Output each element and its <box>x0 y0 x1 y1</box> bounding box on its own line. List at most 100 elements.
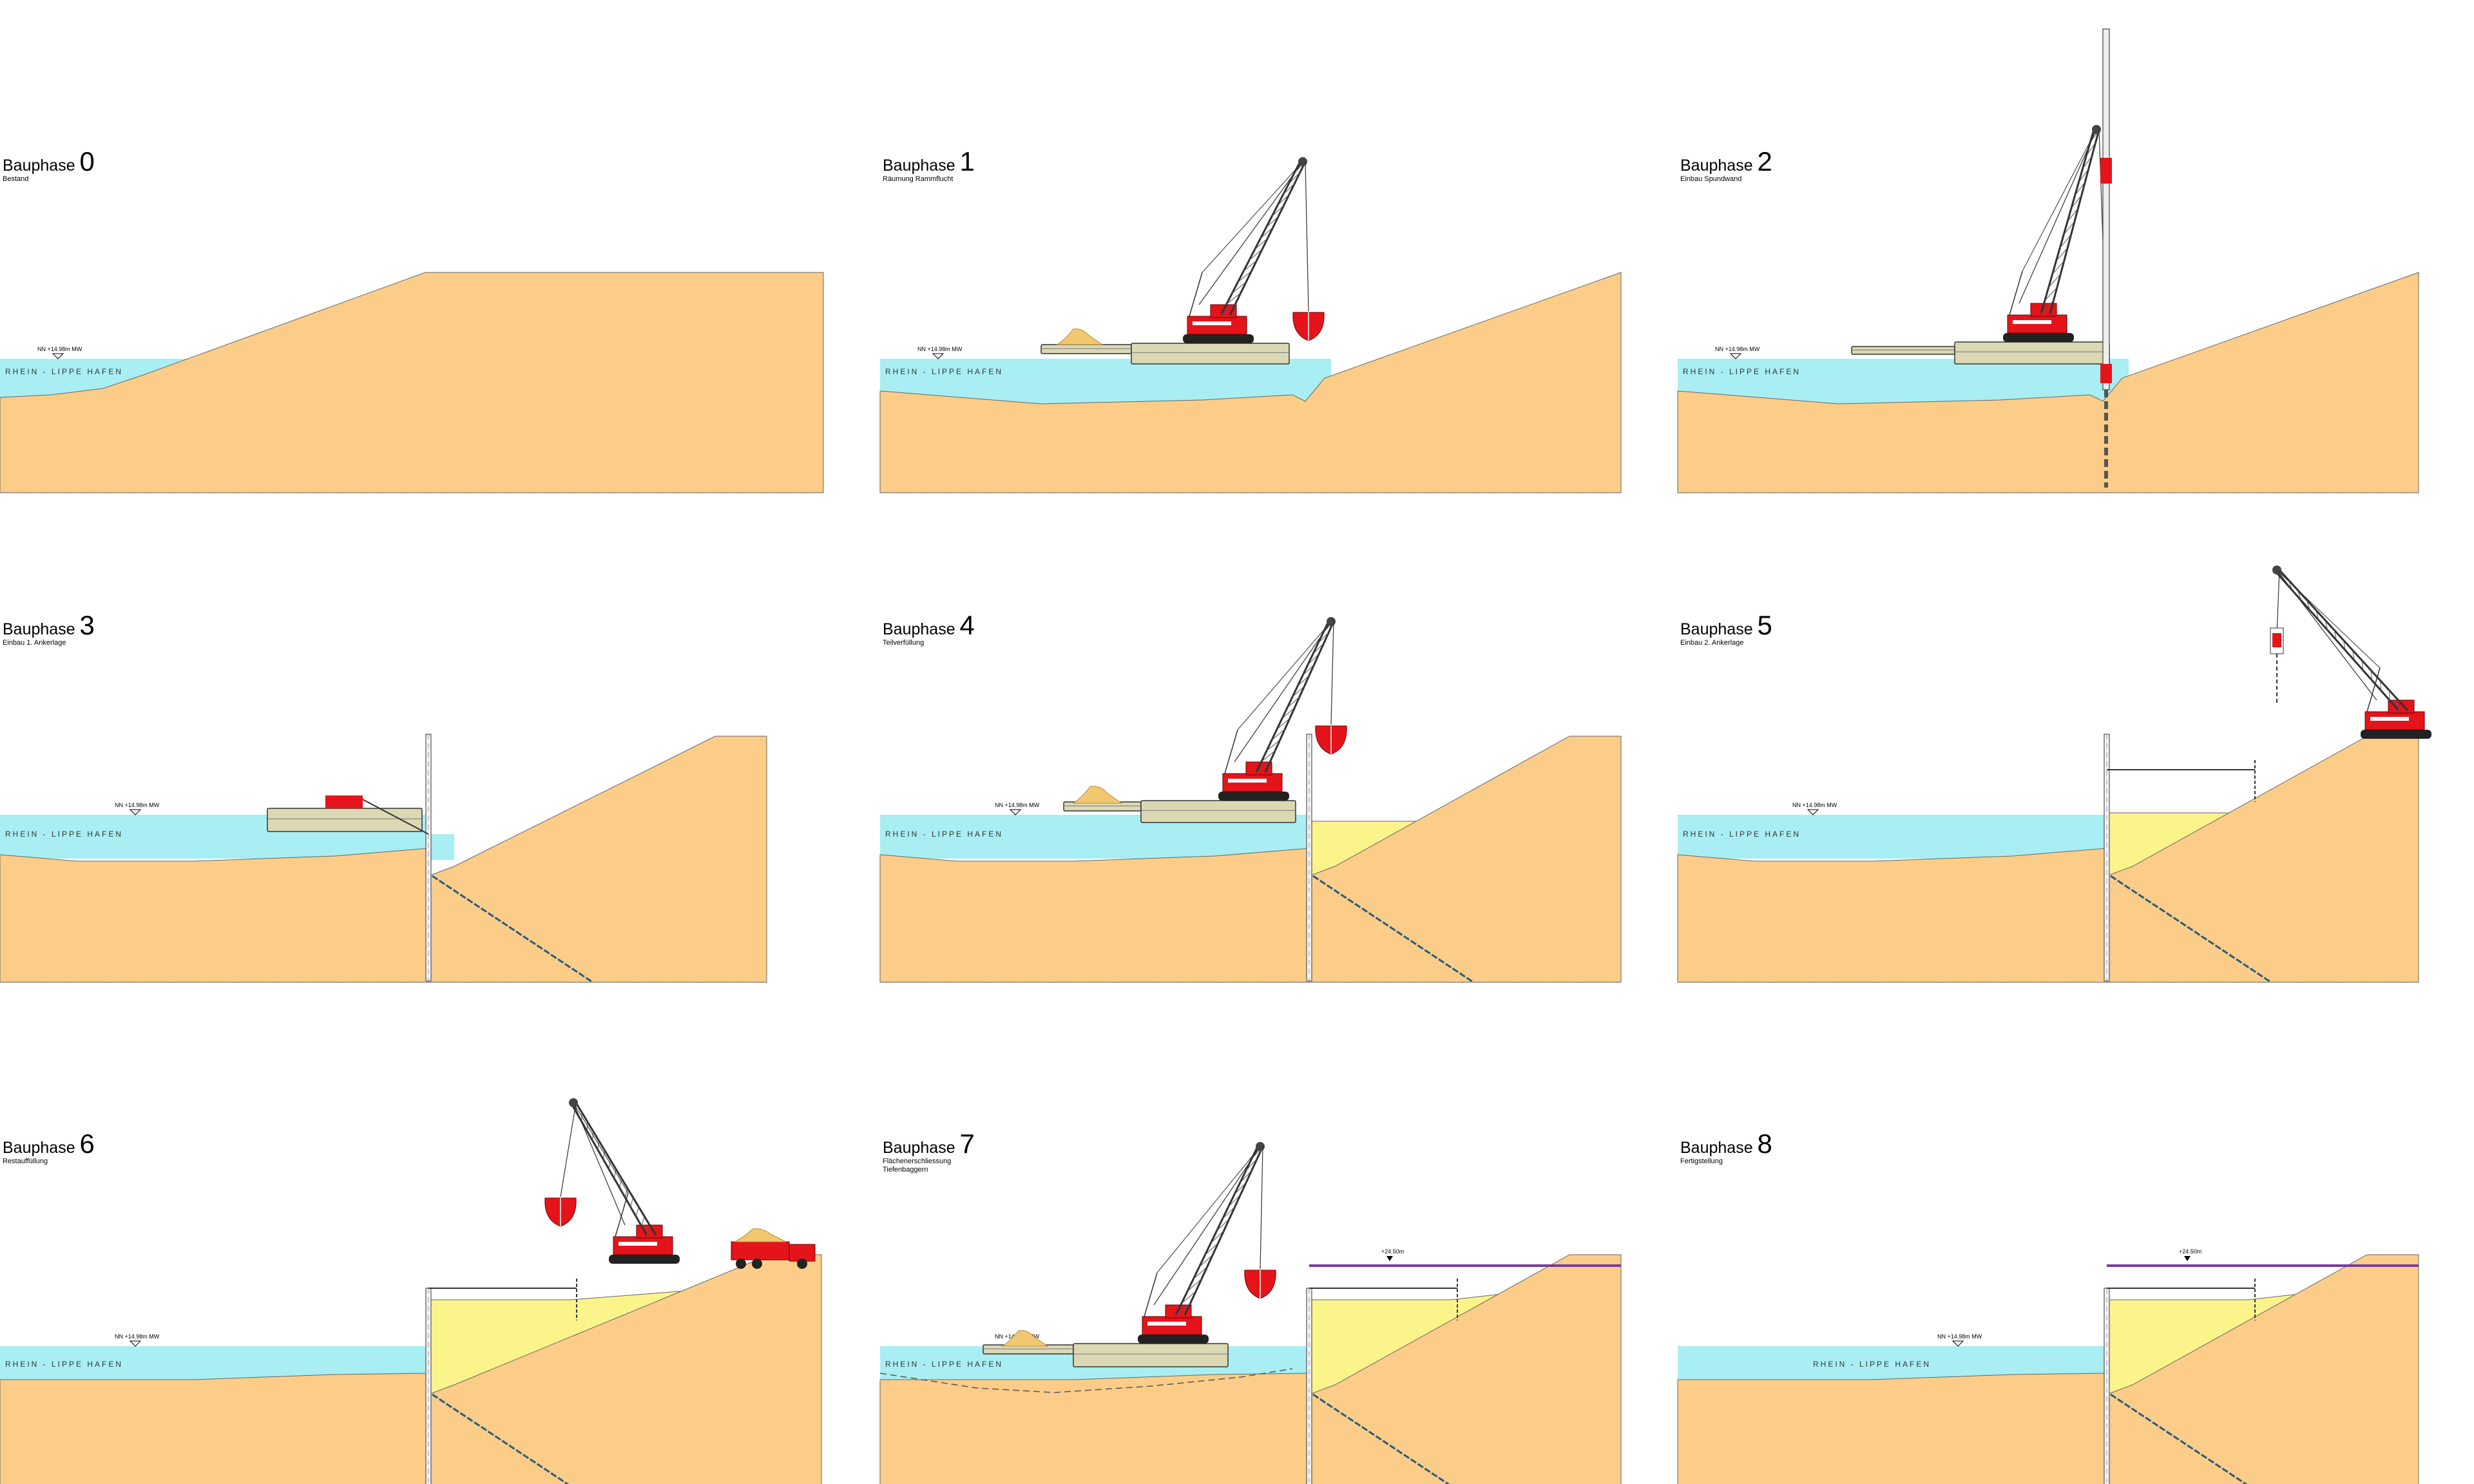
crane-boom-lattice <box>1187 1279 1202 1291</box>
crane-boom-lattice <box>2086 142 2096 157</box>
crane-boom-lattice <box>1277 194 1290 206</box>
ground-anchor <box>1312 875 1474 984</box>
water-level-label: NN +14.98m MW <box>115 802 160 808</box>
crane-boom-lattice <box>2297 589 2301 600</box>
crane-cable <box>1234 621 1332 763</box>
phase-subtitle: Räumung Rammflucht <box>883 175 953 183</box>
phase-subtitle: Fertigstellung <box>1680 1157 1723 1165</box>
water-level-label: NN +14.98m MW <box>37 346 82 352</box>
crawler-crane <box>1138 1142 1276 1344</box>
crane-tracks <box>1183 334 1254 343</box>
crane-boom-lattice <box>1265 216 1279 228</box>
phase-subtitle: Teilverfüllung <box>883 639 924 647</box>
crane-mast <box>1224 729 1238 774</box>
crane-boom-lattice <box>1216 1218 1230 1232</box>
crane-boom-lattice <box>2379 680 2381 690</box>
truck-wheel <box>797 1259 807 1269</box>
water-level-marker <box>129 809 142 815</box>
sand-pile <box>734 1228 787 1242</box>
boom-tip-pulley <box>1298 157 1307 166</box>
crane-boom-lattice <box>1193 1266 1207 1280</box>
crane-cable <box>1156 1146 1261 1273</box>
crane-boom-lattice <box>619 1178 622 1188</box>
phase-title: Bauphase 7 <box>883 1128 975 1159</box>
crane-boom-lattice <box>2334 630 2337 641</box>
vibro-hammer <box>2100 158 2112 184</box>
pile-driver-hammer <box>2272 633 2281 647</box>
harbor-name: RHEIN - LIPPE HAFEN <box>885 830 1003 839</box>
crane-cable <box>2019 129 2097 304</box>
crane-mast <box>2009 271 2023 316</box>
dump-truck-bed <box>731 1241 790 1260</box>
crane-boom-lattice <box>1245 1158 1258 1171</box>
barge <box>1954 341 2110 365</box>
crane-boom-lattice <box>1307 653 1319 665</box>
crane-boom-lattice <box>1232 281 1247 294</box>
crawler-crane <box>544 1098 680 1264</box>
soil-ground <box>1677 848 2107 983</box>
phase-number: 3 <box>80 610 95 640</box>
crane-mast <box>2366 667 2381 712</box>
crane-boom-lattice <box>1240 1170 1252 1183</box>
crane-boom-lattice <box>1271 728 1285 741</box>
boom-tip-pulley <box>2092 125 2101 134</box>
phase-word: Bauphase <box>1680 1139 1758 1157</box>
phase-title: Bauphase 1 <box>883 146 975 176</box>
phase-word: Bauphase <box>1680 157 1758 175</box>
phase-number: 1 <box>960 146 975 176</box>
crane-boom-lattice <box>1287 696 1300 709</box>
phase-word: Bauphase <box>3 157 80 175</box>
phase-subtitle: Einbau 1. Ankerlage <box>3 639 66 647</box>
phase-word: Bauphase <box>883 157 960 175</box>
phase-word: Bauphase <box>3 620 80 638</box>
ground-anchor <box>2110 875 2272 984</box>
crane-boom-lattice <box>1318 632 1329 643</box>
crane-boom-lattice <box>2040 300 2054 314</box>
phase-number: 8 <box>1758 1128 1772 1159</box>
drill-mast <box>357 796 429 835</box>
harbor-name: RHEIN - LIPPE HAFEN <box>885 1360 1003 1369</box>
pile-leader <box>2102 28 2110 390</box>
crane-boom-lattice <box>1181 1291 1196 1304</box>
phase-number: 5 <box>1758 610 1772 640</box>
crane-boom-lattice <box>1266 739 1281 751</box>
water-level-label: NN +14.98m MW <box>995 802 1040 808</box>
crane-boom-lattice <box>1289 172 1300 184</box>
crane-boom-lattice <box>1228 1194 1241 1207</box>
crane-boom-lattice <box>1302 664 1315 676</box>
water-level-label: NN +14.98m MW <box>1937 1333 1982 1340</box>
crane-boom-lattice <box>613 1168 617 1179</box>
crane-cable <box>1202 161 1303 273</box>
level-marker <box>2184 1256 2191 1261</box>
crane-cable <box>1198 161 1303 305</box>
boom-tip-pulley <box>569 1098 578 1107</box>
crane-boom-lattice <box>1283 183 1295 195</box>
truck-wheel <box>752 1259 762 1269</box>
phase-word: Bauphase <box>883 620 960 638</box>
phase-number: 0 <box>80 146 95 176</box>
soil-ground <box>1677 1373 2107 1484</box>
crane-tracks <box>1138 1335 1209 1344</box>
harbor-name: RHEIN - LIPPE HAFEN <box>5 830 123 839</box>
crane-boom-lattice <box>2370 670 2373 681</box>
crane-boom-lattice <box>1234 1182 1247 1195</box>
crawler-crane <box>1218 617 1347 801</box>
soil-ground <box>0 848 429 983</box>
crane-tracks <box>609 1255 680 1264</box>
crane-cable <box>573 1102 626 1226</box>
soil-slope <box>1309 1254 1622 1484</box>
phase-title: Bauphase 4 <box>883 610 975 640</box>
soil-slope <box>428 736 767 983</box>
crane-stripe <box>618 1242 657 1246</box>
crane-cable <box>2276 569 2377 701</box>
crane-stripe <box>1147 1322 1186 1326</box>
water-level-marker <box>1951 1340 1964 1347</box>
water-level-marker <box>1807 809 1819 815</box>
water-level-marker <box>1009 809 1022 815</box>
crane-mast <box>1144 1272 1158 1317</box>
soil-slope <box>2106 736 2419 983</box>
